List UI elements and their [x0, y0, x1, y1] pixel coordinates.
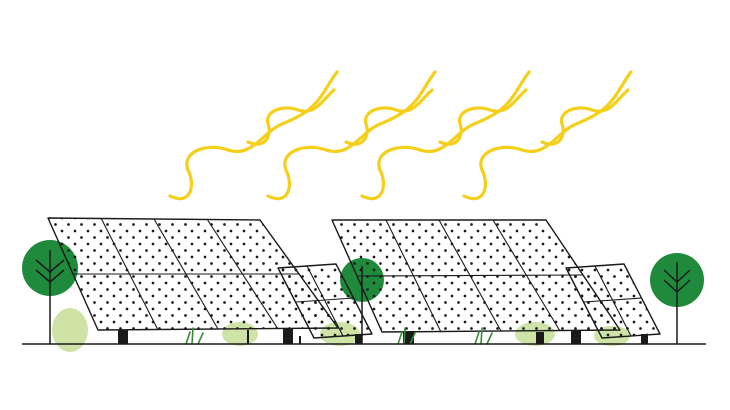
heat-wave	[246, 88, 336, 146]
heat-wave	[266, 70, 437, 201]
grass-tuft	[474, 327, 493, 345]
heat-waves	[168, 70, 633, 201]
large-panel-arrays	[47, 217, 621, 344]
grass-tuft	[397, 327, 416, 345]
heat-wave	[438, 88, 528, 146]
grass-tufts	[185, 327, 493, 345]
heat-wave	[360, 70, 531, 201]
tree	[650, 253, 704, 344]
bush	[52, 308, 88, 352]
heat-wave	[540, 88, 630, 146]
heat-wave	[168, 70, 339, 201]
heat-wave	[344, 88, 434, 146]
grass-tuft	[185, 327, 204, 345]
large-panel-array	[331, 219, 621, 344]
large-panel-array	[47, 217, 339, 344]
heat-wave	[462, 70, 633, 201]
